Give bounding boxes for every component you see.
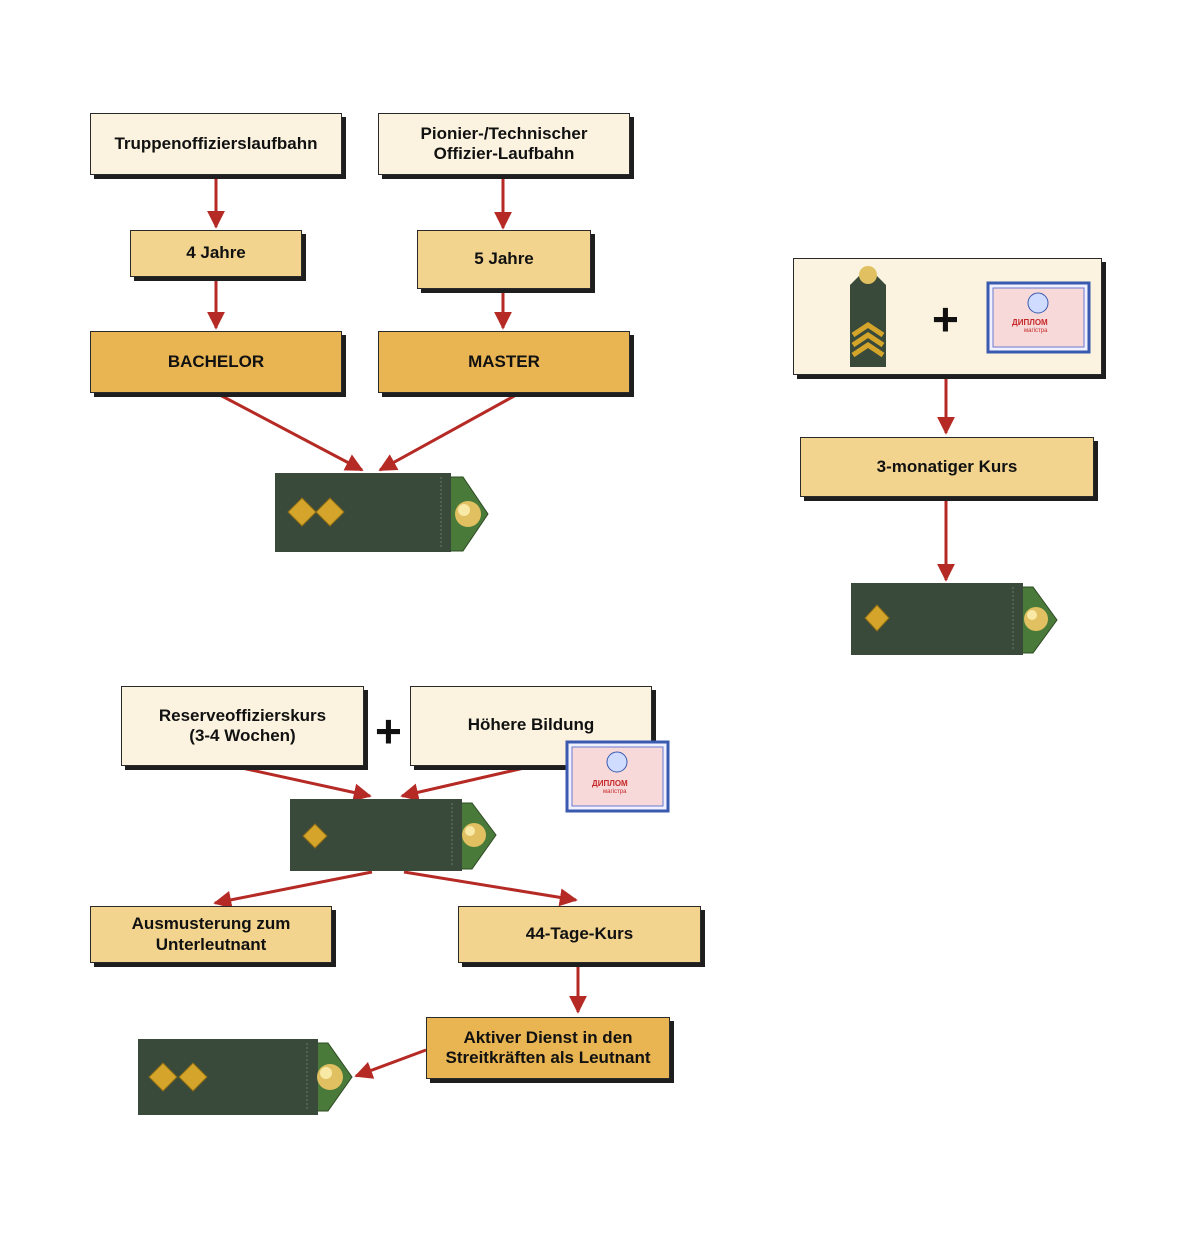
diploma-title-bottom: ДИПЛОМ [592,779,628,788]
bildung-label: Höhere Bildung [467,715,595,734]
arrow-reserve-epaulette [241,766,372,802]
diploma-title-right: ДИПЛОМ [1012,318,1048,327]
arrow-epaulette-ausmusterung [213,870,373,909]
bachelor-label: BACHELOR [167,351,265,371]
ausmusterung-label: Ausmusterung zum Unterleutnant [131,914,291,954]
four-years-label: 4 Jahre [186,243,246,263]
arrow-bachelor-epaulette [219,393,364,472]
plus-sign-right: + [932,293,959,345]
reserve-box: Reserveoffizierskurs (3-4 Wochen) [121,686,364,766]
plus-sign-bottom: + [375,705,402,757]
kurs3-box: 3-monatiger Kurs [800,437,1094,497]
aktiv-box: Aktiver Dienst in den Streitkräften als … [426,1017,670,1079]
arrow-epaulette-kurs44 [403,870,578,907]
diploma-subtitle-right: магістра [1024,328,1048,334]
master-label: MASTER [468,351,540,371]
pionier-box: Pionier-/Technischer Offizier-Laufbahn [378,113,630,175]
bildung-box: Höhere Bildung [410,686,652,766]
four-years-box: 4 Jahre [130,230,302,277]
bachelor-box: BACHELOR [90,331,342,393]
kurs44-box: 44-Tage-Kurs [458,906,701,963]
arrow-bildung-epaulette [400,766,525,802]
arrow-aktiv-epaulette [354,1048,427,1079]
aktiv-label: Aktiver Dienst in den Streitkräften als … [445,1027,651,1067]
arrow-master-epaulette [378,393,517,472]
five-years-label: 5 Jahre [474,249,534,269]
kurs3-label: 3-monatiger Kurs [876,456,1018,476]
reserve-label: Reserveoffizierskurs (3-4 Wochen) [158,705,327,745]
kurs44-label: 44-Tage-Kurs [525,924,634,944]
master-box: MASTER [378,331,630,393]
five-years-box: 5 Jahre [417,230,591,289]
ausmusterung-box: Ausmusterung zum Unterleutnant [90,906,332,963]
diploma-subtitle-bottom: магістра [603,789,627,795]
truppenoffizier-label: Truppenoffizierslaufbahn [114,133,318,153]
pionier-label: Pionier-/Technischer Offizier-Laufbahn [420,123,588,163]
truppenoffizier-box: Truppenoffizierslaufbahn [90,113,342,175]
